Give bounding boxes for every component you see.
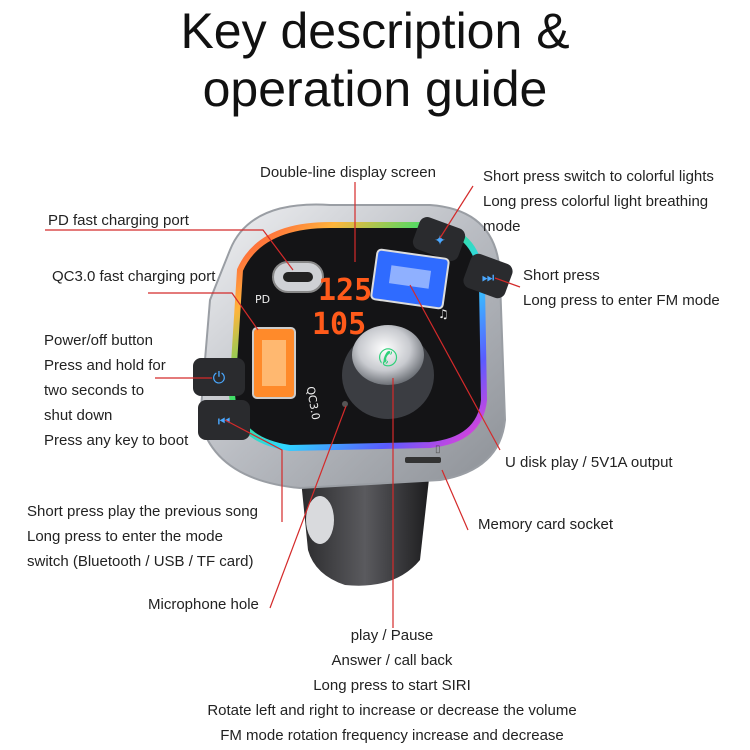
car-plug [300, 470, 430, 586]
display-bottom-digits: 105 [312, 307, 366, 342]
power-button-label: Power/off button Press and hold for two … [44, 332, 189, 449]
qc-port [252, 327, 296, 399]
music-note-icon: ♫ [438, 307, 449, 321]
page-title-line-1: Key description & [180, 3, 570, 59]
knob-label: play / Pause Answer / call back Long pre… [207, 627, 577, 744]
leader-lines [45, 182, 521, 628]
usb-output-label: U disk play / 5V1A output [505, 454, 673, 471]
qc-printed-label: QC3.0 [304, 385, 323, 421]
usb-port [370, 248, 450, 310]
pd-port [272, 261, 324, 293]
fm-button-label: Short press Long press to enter FM mode [523, 267, 720, 309]
svg-text:⏻: ⏻ [213, 368, 226, 387]
memory-card-label: Memory card socket [478, 516, 614, 533]
display-screen: 125 105 [312, 273, 372, 342]
svg-text:✦: ✦ [434, 233, 446, 249]
pd-printed-label: PD [255, 293, 270, 306]
memory-card-slot [405, 457, 441, 463]
microphone-hole [342, 401, 348, 407]
display-top-digits: 125 [318, 273, 372, 308]
left-side-buttons: ⏻ ⏮ [193, 358, 250, 440]
right-side-buttons: ✦ ⏭ [412, 217, 513, 299]
svg-text:⏭: ⏭ [482, 270, 495, 286]
qc-port-label: QC3.0 fast charging port [52, 268, 216, 285]
colorful-lights-label: Short press switch to colorful lights Lo… [483, 168, 714, 235]
pd-port-label: PD fast charging port [48, 212, 189, 229]
previous-button-label: Short press play the previous song Long … [27, 503, 258, 570]
svg-text:▯: ▯ [435, 444, 441, 455]
svg-text:✆: ✆ [378, 344, 398, 372]
volume-knob: ✆ [342, 325, 434, 419]
microphone-label: Microphone hole [148, 596, 259, 613]
svg-text:⏮: ⏮ [218, 414, 231, 430]
page-title-line-2: operation guide [202, 61, 548, 117]
display-screen-label: Double-line display screen [260, 164, 436, 181]
